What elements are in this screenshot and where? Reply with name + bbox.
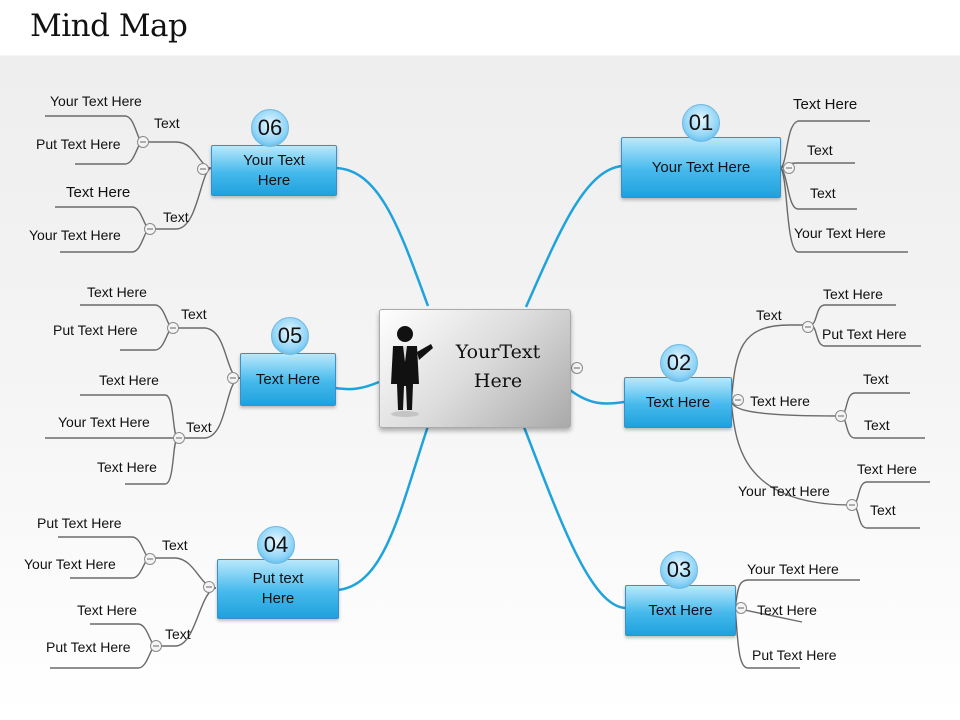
node-03-number: 03 [660,551,698,589]
node-01-text: Your Text Here [651,158,751,176]
label-n6-5[interactable]: Text [163,209,189,225]
label-n6-3[interactable]: Put Text Here [36,136,121,152]
link-center-02 [569,388,625,405]
node-02-text: Text Here [645,393,711,411]
link-center-05 [334,380,380,391]
label-n3-3[interactable]: Put Text Here [752,647,837,663]
link-center-04 [337,425,430,592]
label-n6-1[interactable]: Your Text Here [50,93,142,109]
link-center-03 [522,426,626,610]
label-n5-7[interactable]: Text Here [97,459,157,475]
label-n5-1[interactable]: Text Here [87,284,147,300]
label-n2-9[interactable]: Text [870,502,896,518]
label-n2-5[interactable]: Text [863,371,889,387]
node-06-number: 06 [251,109,289,147]
node-01-number: 01 [682,104,720,142]
center-topic[interactable]: YourText Here [379,309,571,428]
label-n2-8[interactable]: Text Here [857,461,917,477]
node-05-text: Text Here [255,370,321,388]
label-n2-4[interactable]: Text Here [750,393,810,409]
label-n6-2[interactable]: Text [154,115,180,131]
label-n5-2[interactable]: Text [181,306,207,322]
label-n2-1[interactable]: Text [756,307,782,323]
label-n4-1[interactable]: Put Text Here [37,515,122,531]
label-n2-7[interactable]: Your Text Here [738,483,830,499]
label-n1-4[interactable]: Your Text Here [794,225,886,241]
label-n2-2[interactable]: Text Here [823,286,883,302]
label-n3-1[interactable]: Your Text Here [747,561,839,577]
label-n1-2[interactable]: Text [807,142,833,158]
label-n4-6[interactable]: Put Text Here [46,639,131,655]
node-01-box[interactable]: Your Text Here [621,137,781,198]
label-n1-1[interactable]: Text Here [793,96,858,113]
node-06-box[interactable]: Your Text Here [211,145,337,196]
label-n4-5[interactable]: Text [165,626,191,642]
center-topic-text: YourText Here [455,341,541,392]
label-n6-4[interactable]: Text Here [66,184,131,201]
node-02-number: 02 [660,344,698,382]
node-06-text: Your Text Here [243,151,305,189]
node-05-box[interactable]: Text Here [240,353,336,406]
label-n5-6[interactable]: Text [186,419,212,435]
label-n5-4[interactable]: Text Here [99,372,159,388]
node-03-text: Text Here [648,601,713,619]
label-n5-3[interactable]: Put Text Here [53,322,138,338]
node-04-number: 04 [257,526,295,564]
label-n4-2[interactable]: Text [162,537,188,553]
node-04-box[interactable]: Put text Here [217,559,339,619]
page-title: Mind Map [30,8,188,44]
label-n4-3[interactable]: Your Text Here [24,556,116,572]
label-n4-4[interactable]: Text Here [77,602,137,618]
label-n5-5[interactable]: Your Text Here [58,414,150,430]
label-n2-3[interactable]: Put Text Here [822,326,907,342]
label-n2-6[interactable]: Text [864,417,890,433]
node-02-box[interactable]: Text Here [624,377,732,428]
presenter-icon [391,326,433,417]
label-n3-2[interactable]: Text Here [757,602,817,618]
node-03-box[interactable]: Text Here [625,585,736,636]
label-n1-3[interactable]: Text [810,185,836,201]
link-center-01 [524,164,623,308]
node-05-number: 05 [271,317,309,355]
link-center-06 [335,166,430,307]
node-04-text: Put text Here [252,570,304,607]
label-n6-6[interactable]: Your Text Here [29,227,121,243]
